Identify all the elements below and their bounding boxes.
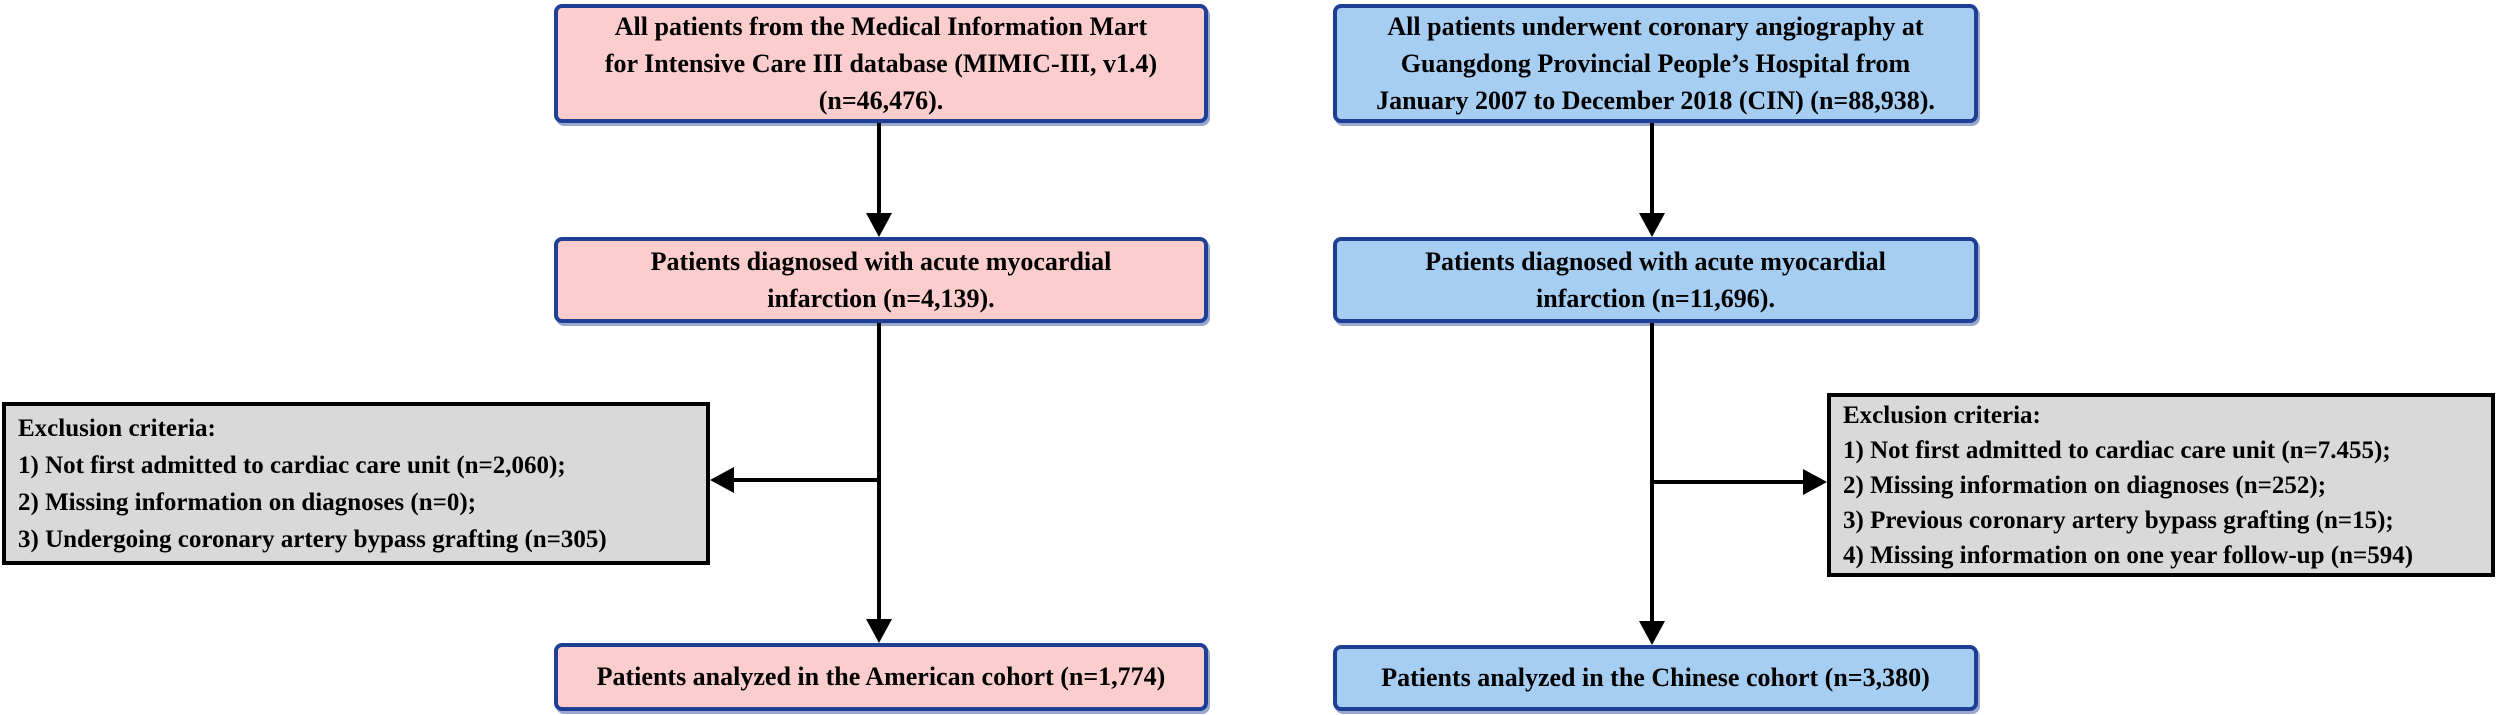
exclusion-item: 4) Missing information on one year follo… xyxy=(1843,541,2414,569)
exclusion-item: 2) Missing information on diagnoses (n=0… xyxy=(18,488,477,516)
connector-line xyxy=(1650,323,1654,621)
arrow-right-icon xyxy=(1803,469,1827,495)
chinese-source-population-box: All patients underwent coronary angiogra… xyxy=(1333,4,1978,123)
connector-line xyxy=(1654,480,1803,484)
american-source-population-box: All patients from the Medical Informatio… xyxy=(554,4,1208,123)
chinese-exclusion-criteria-box: Exclusion criteria: 1) Not first admitte… xyxy=(1827,393,2495,577)
exclusion-item: 1) Not first admitted to cardiac care un… xyxy=(18,451,566,479)
connector-line xyxy=(1650,123,1654,215)
arrow-down-icon xyxy=(866,213,892,237)
arrow-down-icon xyxy=(1639,213,1665,237)
exclusion-title: Exclusion criteria: xyxy=(1843,401,2041,429)
exclusion-title: Exclusion criteria: xyxy=(18,414,216,442)
arrow-down-icon xyxy=(866,619,892,643)
american-ami-diagnosis-box: Patients diagnosed with acute myocardial… xyxy=(554,237,1208,323)
exclusion-item: 1) Not first admitted to cardiac care un… xyxy=(1843,436,2391,464)
connector-line xyxy=(877,323,881,619)
exclusion-item: 3) Previous coronary artery bypass graft… xyxy=(1843,506,2394,534)
chinese-ami-diagnosis-box: Patients diagnosed with acute myocardial… xyxy=(1333,237,1978,323)
arrow-left-icon xyxy=(710,467,734,493)
connector-line xyxy=(877,123,881,215)
american-final-cohort-box: Patients analyzed in the American cohort… xyxy=(554,643,1208,711)
exclusion-item: 3) Undergoing coronary artery bypass gra… xyxy=(18,525,607,553)
exclusion-item: 2) Missing information on diagnoses (n=2… xyxy=(1843,471,2327,499)
chinese-final-cohort-box: Patients analyzed in the Chinese cohort … xyxy=(1333,645,1978,711)
arrow-down-icon xyxy=(1639,621,1665,645)
american-exclusion-criteria-box: Exclusion criteria: 1) Not first admitte… xyxy=(2,402,710,565)
connector-line xyxy=(734,478,881,482)
